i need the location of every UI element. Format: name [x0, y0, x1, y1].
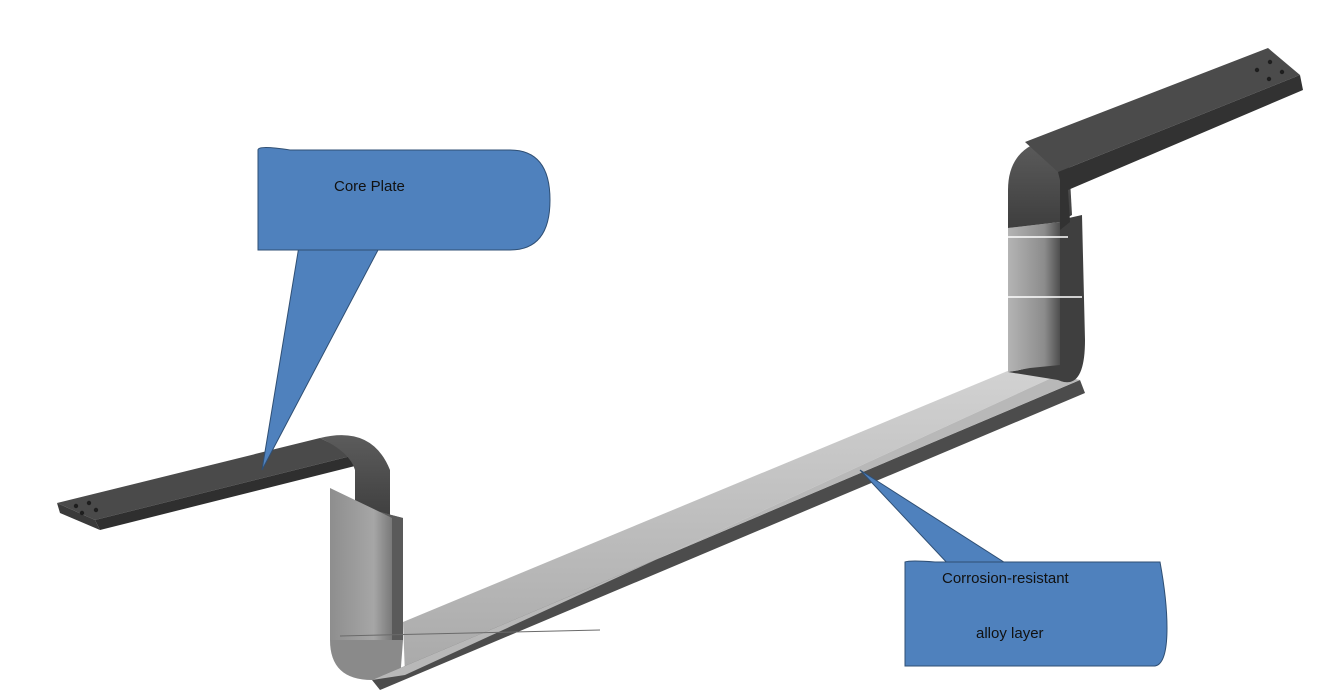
right-plate-front [1058, 75, 1303, 230]
left-plate-top [57, 438, 355, 520]
core-plate-callout-box [257, 147, 551, 251]
left-plate-front [95, 455, 355, 530]
alloy-layer-label-line-2: alloy layer [976, 625, 1044, 642]
right-vertical-alloy [1005, 215, 1085, 383]
right-bolt-holes [1254, 59, 1285, 82]
left-core-plate [57, 435, 390, 530]
alloy-layer-label-line-1: Corrosion-resistant [942, 570, 1070, 587]
alloy-layer-callout-pointer [859, 469, 1012, 567]
left-vertical-alloy [330, 488, 403, 680]
bottom-alloy-section [339, 370, 1085, 690]
left-bolt-holes [73, 500, 99, 516]
left-plate-end [57, 503, 100, 530]
right-core-plate [1008, 48, 1303, 230]
core-plate-label: Core Plate [334, 178, 405, 195]
alloy-layer-callout-box [904, 560, 1168, 667]
alloy-layer-callout: Corrosion-resistant alloy layer [859, 469, 1168, 667]
core-plate-callout-pointer [261, 239, 379, 471]
bottom-alloy-front [372, 380, 1085, 690]
core-plate-callout: Core Plate [257, 147, 551, 471]
right-plate-top [1025, 48, 1300, 172]
left-bend-core [320, 435, 390, 520]
